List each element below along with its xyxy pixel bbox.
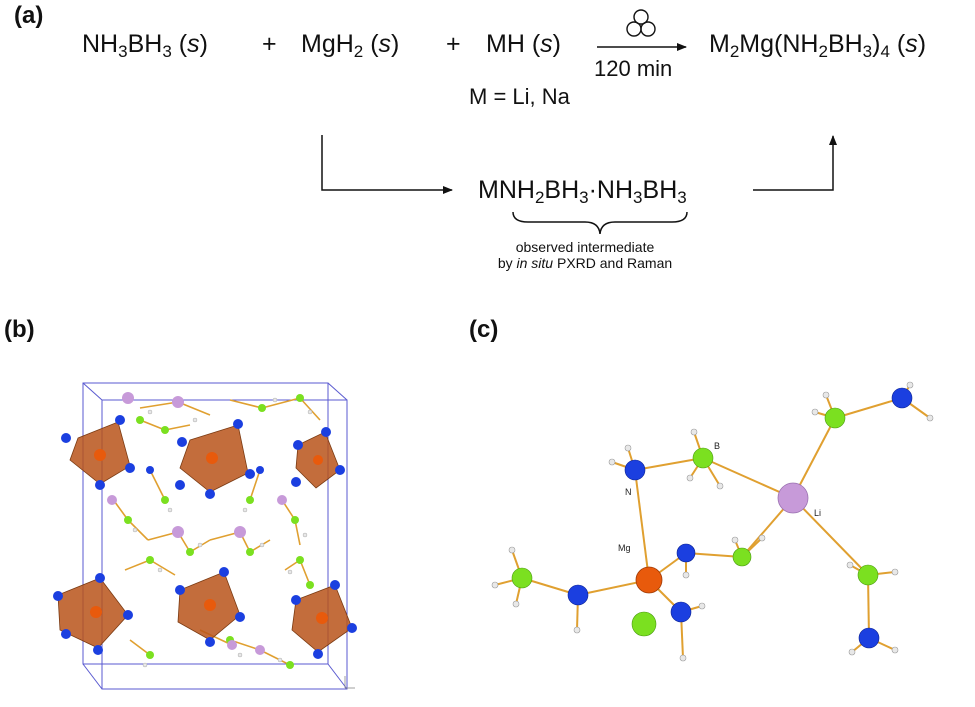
b-atoms <box>124 394 314 669</box>
lithium-label: Li <box>814 508 821 518</box>
intermediate-brace <box>512 211 688 235</box>
metal-note: M = Li, Na <box>469 84 570 109</box>
magnesium-label: Mg <box>618 543 631 553</box>
reactant-ammonia-borane: NH3BH3 (s) <box>82 30 208 61</box>
h-atoms <box>132 397 313 668</box>
panel-c-label: (c) <box>469 316 499 343</box>
li-atom <box>777 482 809 514</box>
pathway-arrow-to-product <box>753 135 837 191</box>
bonds-c <box>494 384 931 659</box>
plus-sign: + <box>262 30 277 58</box>
nitrogen-label: N <box>625 487 632 497</box>
n-atoms <box>53 415 357 659</box>
b-atoms-c <box>511 407 879 637</box>
intermediate-note: observed intermediate by in situ PXRD an… <box>497 239 673 271</box>
intermediate: MNH2BH3·NH3BH3 <box>478 176 687 207</box>
n-atoms-c <box>567 387 913 649</box>
reactant-magnesium-hydride: MgH2 (s) <box>301 30 400 61</box>
reactant-metal-hydride: MH (s) <box>486 30 561 58</box>
boron-label: B <box>714 441 720 451</box>
panel-b-label: (b) <box>4 316 35 343</box>
li-atoms <box>107 392 287 655</box>
pathway-arrow-to-intermediate <box>321 135 453 194</box>
reaction-time: 120 min <box>594 56 673 81</box>
mg-atom <box>635 566 663 594</box>
panel-a-label: (a) <box>14 2 44 29</box>
ball-mill-icon <box>626 9 656 37</box>
plus-sign: + <box>446 30 461 58</box>
mg-atoms <box>90 449 328 624</box>
axes-indicator <box>344 676 355 689</box>
product: M2Mg(NH2BH3)4 (s) <box>709 30 927 61</box>
h-atoms-c <box>491 381 934 662</box>
unit-cell <box>82 382 348 690</box>
